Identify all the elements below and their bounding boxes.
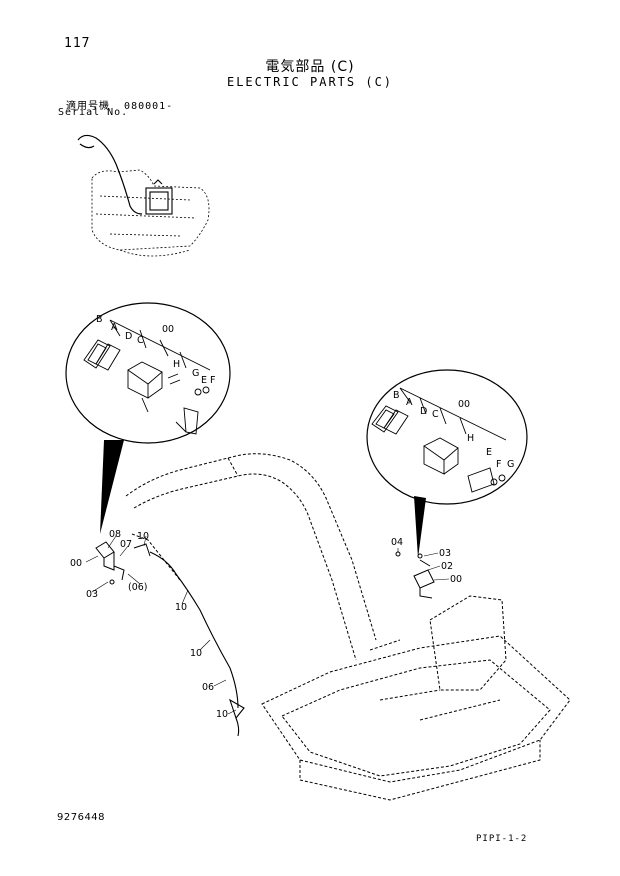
callout-left-main-9: 10 <box>216 709 228 720</box>
right-detail-pointer <box>414 496 426 558</box>
callout-left-detail-6: G <box>192 368 199 379</box>
left-detail-parts <box>83 319 211 435</box>
callout-left-main-5: (06) <box>128 582 148 593</box>
right-main-labels: 04 03 02 00 <box>391 537 462 585</box>
serial-value: 080001- <box>124 101 174 112</box>
page-title-japanese: 電気部品 (C) <box>265 59 355 75</box>
callout-right-main-0: 04 <box>391 537 403 548</box>
overview-harness-line <box>77 134 143 215</box>
callout-left-detail-3: C <box>137 335 144 346</box>
callout-left-detail-2: D <box>125 331 132 342</box>
callout-right-detail-5: H <box>467 433 474 444</box>
page-number: 117 <box>64 36 91 51</box>
callout-left-detail-5: H <box>173 359 180 370</box>
callout-left-main-6: 10 <box>175 602 187 613</box>
serial-label-ja-text: 適用号機 <box>66 101 110 112</box>
callout-left-main-2: 10 <box>137 531 149 542</box>
callout-right-detail-2: D <box>420 406 427 417</box>
serial-label-japanese: 適用号機 080001- <box>66 97 173 112</box>
callout-left-detail-7: E <box>201 375 207 386</box>
callout-left-detail-1: A <box>111 322 118 333</box>
callout-right-detail-7: F <box>496 459 501 470</box>
right-detail-circle <box>366 369 528 505</box>
callout-left-main-4: 03 <box>86 589 98 600</box>
right-detail-parts <box>371 387 507 493</box>
page-title-english: ELECTRIC PARTS (C) <box>226 75 394 89</box>
left-main-leaders <box>85 535 237 715</box>
harness-routing-line <box>149 551 245 737</box>
callout-right-detail-6: E <box>486 447 492 458</box>
left-detail-circle <box>65 302 231 444</box>
callout-right-detail-0: B <box>393 390 400 401</box>
left-mount-parts <box>95 541 151 585</box>
drawing-number: 9276448 <box>57 812 106 823</box>
callout-right-main-2: 02 <box>441 561 453 572</box>
callout-right-detail-4: 00 <box>458 399 470 410</box>
left-detail-pointer <box>100 440 124 534</box>
callout-left-main-8: 06 <box>202 682 214 693</box>
callout-right-detail-3: C <box>432 409 439 420</box>
left-main-labels: 08 07 10 00 03 (06) 10 10 06 10 <box>70 529 228 720</box>
right-detail-labels: B A D C 00 H E F G <box>393 390 514 470</box>
right-main-leaders <box>397 548 450 581</box>
callout-left-main-1: 07 <box>120 539 132 550</box>
callout-left-detail-8: F <box>210 375 215 386</box>
overview-excavator-sketch <box>91 169 210 257</box>
left-detail-labels: B A D C 00 H G E F <box>96 314 215 386</box>
right-mount-parts <box>395 551 435 599</box>
callout-right-main-1: 03 <box>439 548 451 559</box>
excavator-boom-sketch <box>125 453 377 661</box>
page-code: PIPI-1-2 <box>476 834 528 844</box>
overview-work-light <box>145 179 173 215</box>
serial-label-english: Serial No. <box>58 107 129 118</box>
callout-right-main-3: 00 <box>450 574 462 585</box>
callout-left-detail-0: B <box>96 314 103 325</box>
callout-right-detail-8: G <box>507 459 514 470</box>
excavator-frame-sketch <box>261 595 571 801</box>
callout-left-main-3: 00 <box>70 558 82 569</box>
callout-left-main-0: 08 <box>109 529 121 540</box>
callout-left-main-7: 10 <box>190 648 202 659</box>
callout-right-detail-1: A <box>406 397 413 408</box>
callout-left-detail-4: 00 <box>162 324 174 335</box>
